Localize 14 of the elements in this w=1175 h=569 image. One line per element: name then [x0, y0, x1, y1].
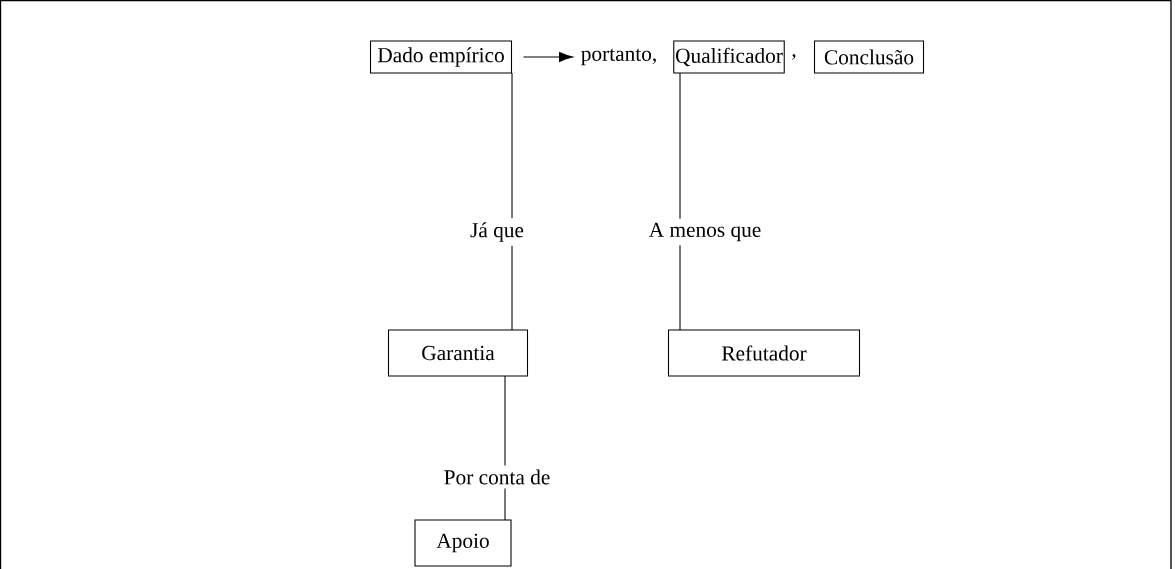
edge-label: Por conta de [439, 465, 555, 489]
connector-line [679, 72, 681, 331]
text-box: Qualificador [673, 40, 785, 74]
connector-line [511, 72, 513, 331]
arrow [522, 52, 574, 62]
comma-text: , [792, 54, 796, 60]
text-box: Dado empírico [369, 40, 513, 74]
text-box: Conclusão [813, 40, 925, 74]
text-box: Apoio [414, 519, 512, 567]
text-box: Refutador [667, 329, 861, 377]
plain-text: portanto, [581, 48, 656, 66]
text-box: Garantia [387, 329, 529, 377]
edge-label: A menos que [644, 218, 766, 246]
edge-label: Já que [466, 218, 528, 246]
